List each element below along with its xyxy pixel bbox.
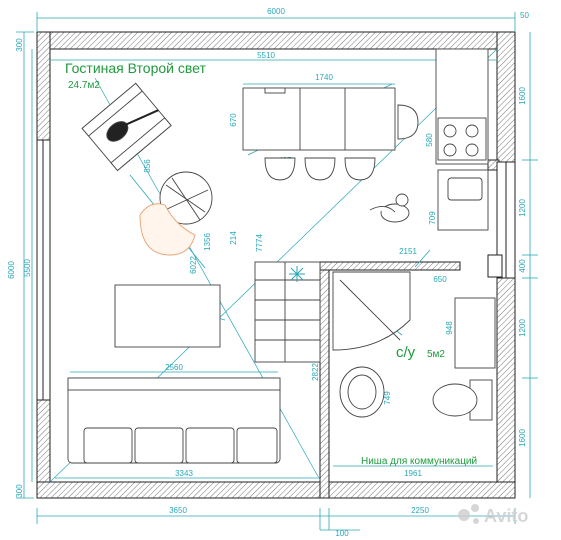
folding-chair — [159, 171, 213, 225]
partition-bath-left — [319, 261, 330, 499]
living-room-name: Гостиная Второй свет — [65, 60, 206, 76]
dim-top-total: 6000 — [267, 7, 285, 16]
stove — [437, 117, 487, 161]
standing-person — [369, 193, 410, 223]
dim-bottom-left: 3650 — [169, 506, 187, 515]
dining-chairs-row — [264, 157, 376, 181]
egg-chair — [139, 203, 196, 256]
dim-right-1200-a: 1200 — [518, 199, 527, 217]
staircase — [254, 261, 321, 363]
armchair-with-person — [81, 82, 172, 172]
dim-chair-1356: 1356 — [203, 233, 212, 251]
dim-bath-948: 948 — [445, 321, 454, 335]
dim-left-top-wall: 300 — [15, 38, 24, 52]
partition-bath-top — [319, 261, 461, 271]
dim-left-total: 6000 — [7, 261, 16, 279]
dim-kitchen-709: 709 — [428, 211, 437, 225]
snowflake-icon — [289, 266, 305, 282]
wall-top — [36, 31, 516, 50]
dim-bottom-right: 2250 — [411, 506, 429, 515]
kitchen-sink — [447, 177, 483, 201]
bath-room-area: 5м2 — [427, 349, 445, 360]
dim-kitchen-2151: 2151 — [399, 247, 417, 256]
room-labels: Гостиная Второй свет 24.7м2 с/у 5м2 Ниша… — [65, 60, 477, 467]
bath-room-name: с/у — [396, 344, 416, 361]
furniture — [67, 48, 496, 464]
avito-logo-text: Avito — [484, 506, 528, 526]
sofa — [67, 377, 281, 464]
toilet — [432, 379, 493, 421]
wall-right-lower — [496, 277, 516, 499]
dim-right-1600-top: 1600 — [518, 87, 527, 105]
walls — [36, 31, 516, 499]
niche-label: Ниша для коммуникаций — [361, 456, 477, 467]
dim-stove-580: 580 — [425, 133, 434, 147]
rug — [114, 284, 221, 348]
bath-cabinet — [454, 297, 496, 369]
dim-bath-650: 650 — [433, 275, 447, 284]
wall-right-upper — [496, 31, 516, 163]
living-room-area: 24.7м2 — [68, 80, 100, 91]
dim-right-1200-b: 1200 — [518, 319, 527, 337]
dim-room-diag: 7774 — [255, 234, 264, 252]
dim-bottom-mid: 100 — [335, 529, 349, 538]
dim-stair-2822: 2822 — [311, 363, 320, 381]
small-window-bath — [487, 254, 503, 278]
dim-basin-749: 749 — [383, 391, 392, 405]
dim-left-bottom-wall: 300 — [15, 484, 24, 498]
avito-watermark: Avito — [458, 504, 528, 526]
dining-chair — [264, 87, 286, 94]
wall-bottom-right — [323, 481, 516, 499]
wall-bottom-left — [36, 481, 325, 499]
dim-inner-width-top: 5510 — [257, 51, 275, 60]
dim-bottom-inner: 3343 — [175, 469, 193, 478]
dim-right-1600-bottom: 1600 — [518, 429, 527, 447]
dim-right-400: 400 — [518, 259, 527, 273]
dining-chair-side — [397, 104, 419, 140]
dim-chair-856: 856 — [143, 159, 152, 173]
dim-niche-1961: 1961 — [404, 469, 422, 478]
dim-table-depth: 670 — [229, 113, 238, 127]
dim-chair-214: 214 — [229, 231, 238, 245]
dim-room-diag2: 6022 — [189, 256, 198, 274]
dim-top-wall: 50 — [520, 11, 529, 20]
dim-left-inner: 5500 — [23, 259, 32, 277]
dim-table-width: 1740 — [315, 73, 333, 82]
dining-table — [242, 87, 396, 151]
dim-sofa-width: 2560 — [165, 363, 183, 372]
